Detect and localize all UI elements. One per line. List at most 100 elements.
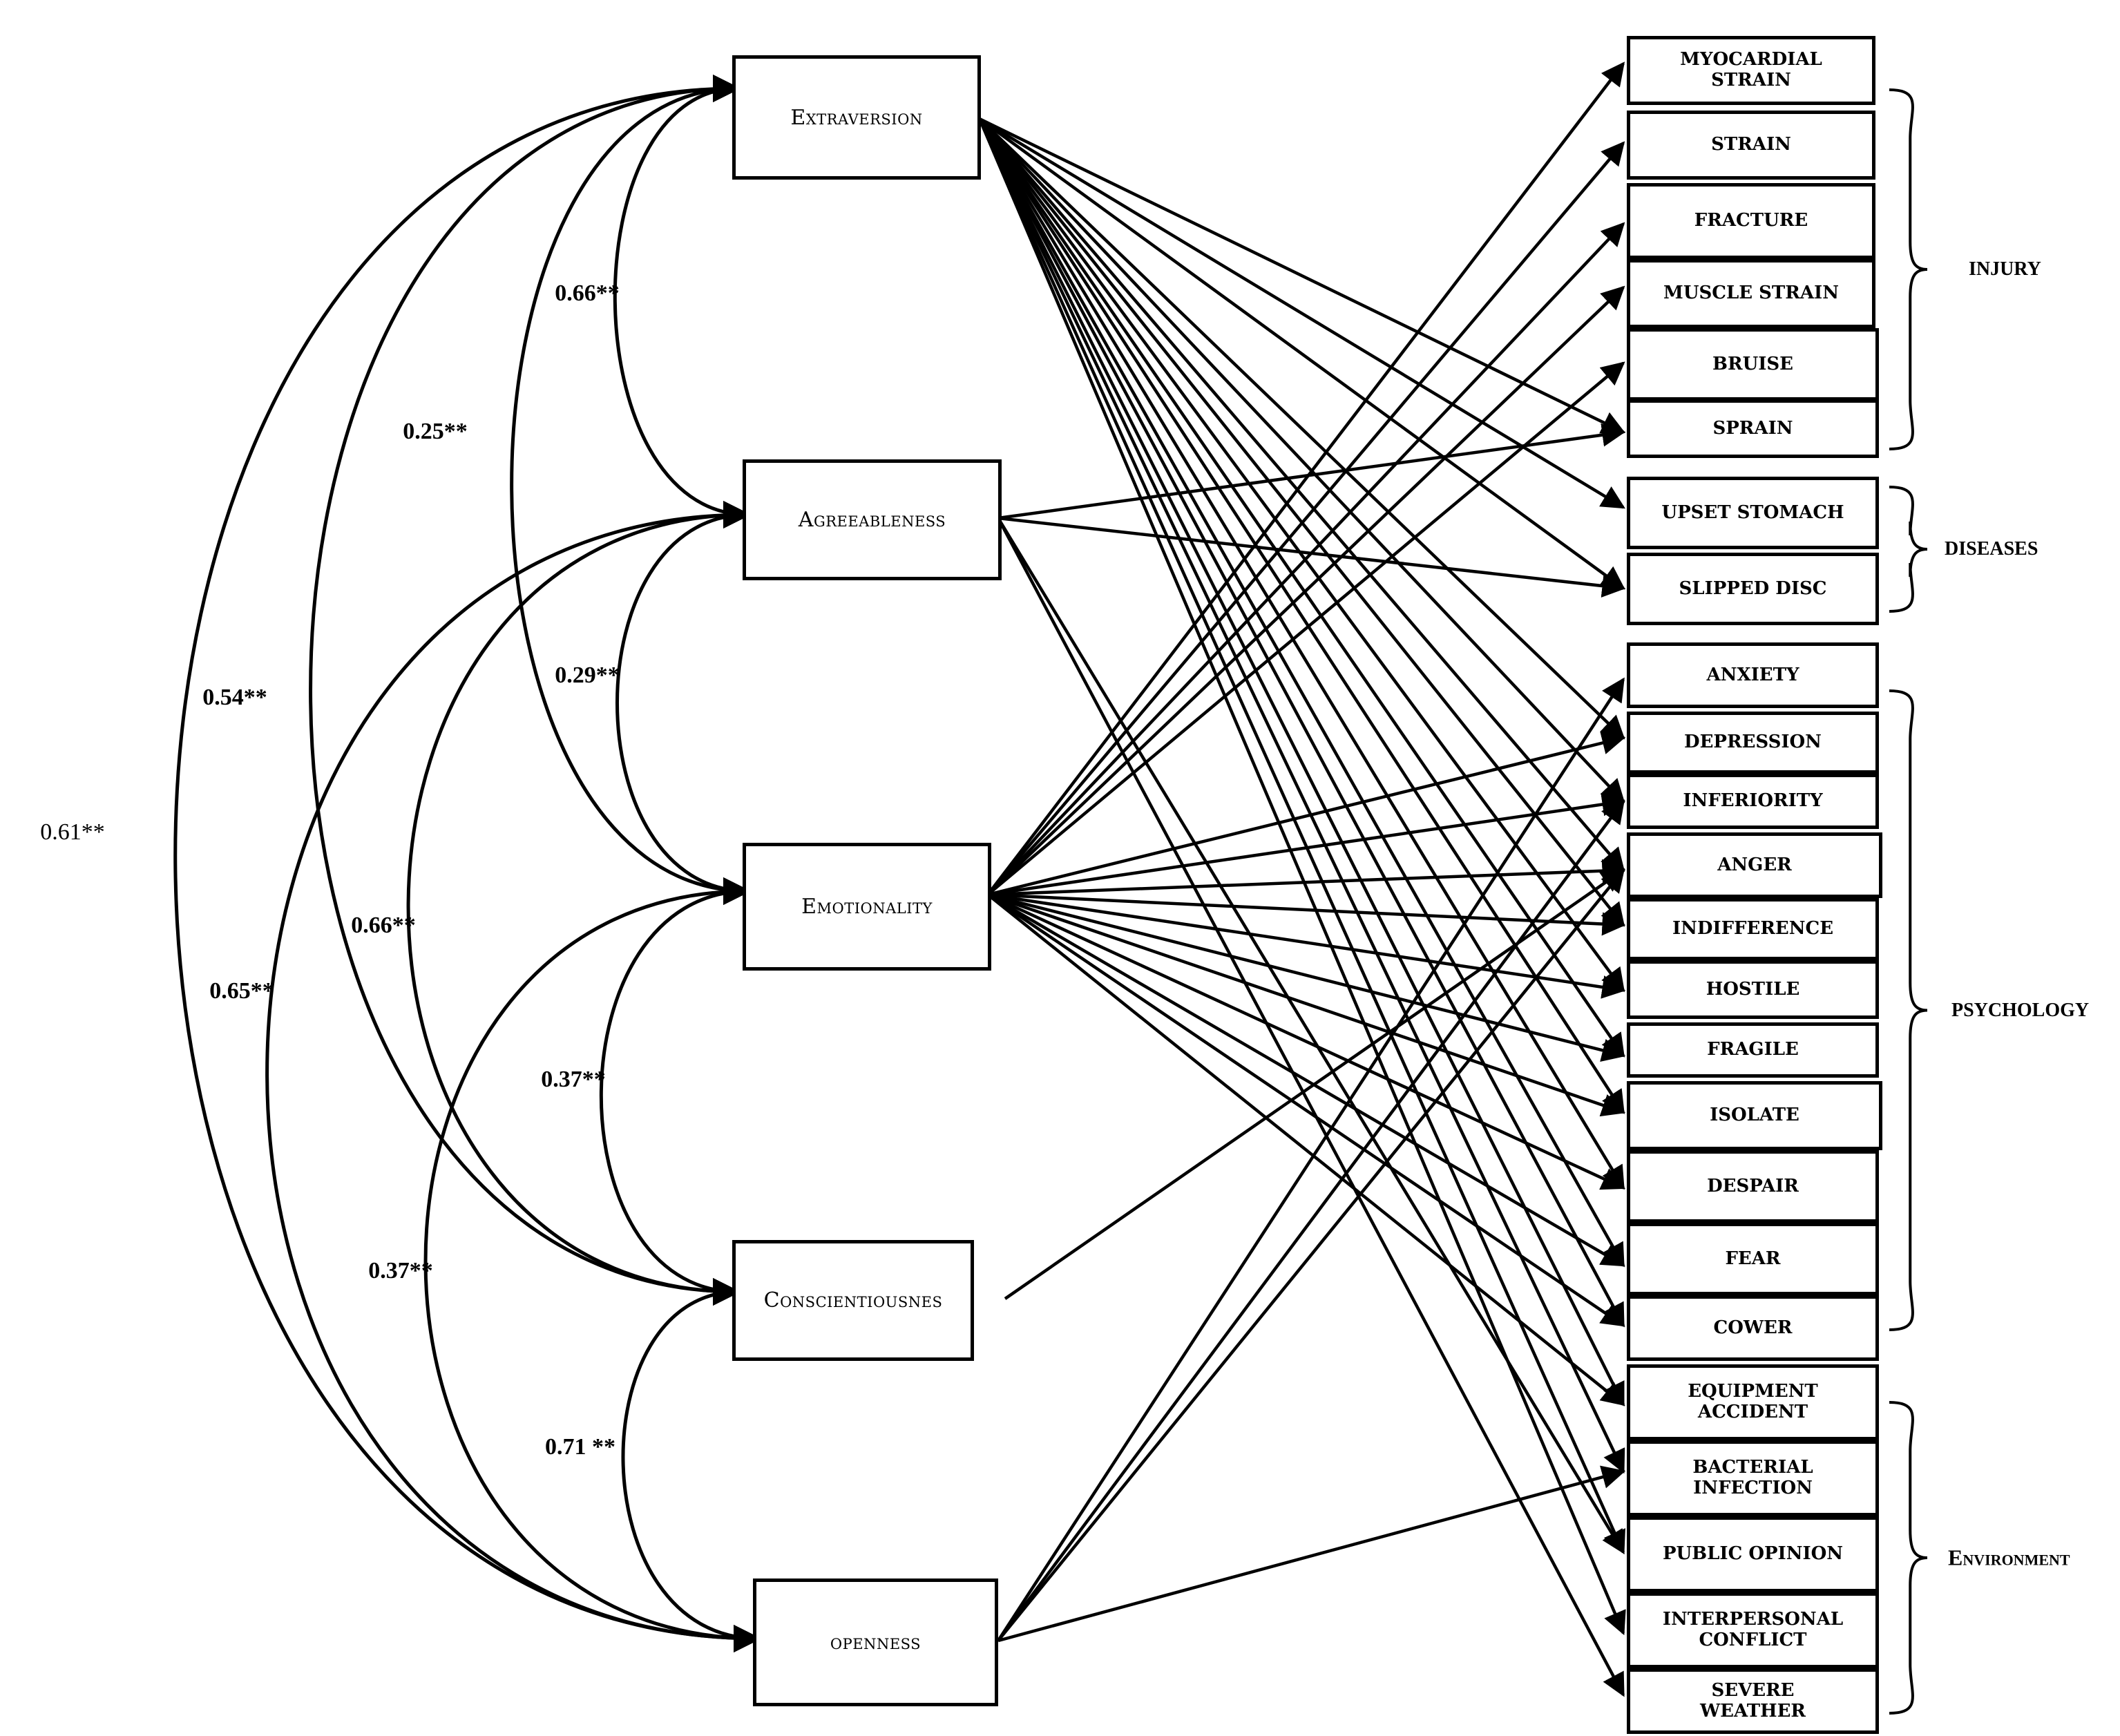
group-label-environment: Environment	[1948, 1545, 2070, 1570]
outcome-box-equipment-accident: EQUIPMENT ACCIDENT	[1627, 1364, 1879, 1440]
path-arrow-4-8	[997, 677, 1625, 1642]
trait-label: Conscientiousnes	[763, 1288, 943, 1313]
outcome-box-public-opinion: PUBLIC OPINION	[1627, 1516, 1879, 1592]
outcome-label: HOSTILE	[1706, 978, 1800, 1000]
outcome-label: MUSCLE STRAIN	[1663, 283, 1839, 304]
path-arrow-0-16	[978, 117, 1625, 1190]
path-arrow-4-20	[997, 1465, 1626, 1643]
trait-box-conscientiousness: Conscientiousnes	[732, 1240, 974, 1361]
correlation-label-extraversion-conscientiousness: 0.54**	[202, 685, 267, 710]
outcome-label: UPSET STOMACH	[1661, 502, 1844, 523]
path-arrow-0-18	[978, 117, 1625, 1328]
correlation-arcs	[173, 75, 761, 1652]
path-arrow-1-23	[997, 517, 1625, 1697]
outcome-label: EQUIPMENT ACCIDENT	[1688, 1381, 1818, 1422]
correlation-label-emotionality-openness: 0.37**	[368, 1258, 433, 1284]
correlation-label-conscientiousness-openness: 0.71 **	[545, 1434, 615, 1460]
outcome-label: BRUISE	[1712, 353, 1793, 374]
correlation-label-agreeableness-openness: 0.65**	[209, 978, 274, 1004]
path-arrow-1-21	[997, 517, 1625, 1554]
brace-diseases	[1889, 486, 1928, 613]
outcome-label: ANXIETY	[1706, 664, 1799, 685]
path-arrow-0-15	[978, 117, 1625, 1114]
trait-label: Extraversion	[790, 105, 923, 130]
path-arrow-4-10	[997, 799, 1625, 1642]
path-arrow-0-7	[978, 117, 1625, 590]
trait-box-emotionality: Emotionality	[743, 843, 991, 971]
path-arrow-2-16	[987, 893, 1626, 1190]
trait-box-openness: openness	[753, 1578, 998, 1706]
outcome-label: COWER	[1713, 1317, 1793, 1338]
path-arrow-3-11	[1004, 868, 1625, 1300]
outcome-box-upset-stomach: UPSET STOMACH	[1627, 477, 1879, 549]
path-arrow-0-19	[977, 117, 1625, 1407]
group-label-diseases: DISEASES	[1945, 538, 2038, 560]
outcome-box-muscle-strain: MUSCLE STRAIN	[1627, 259, 1875, 328]
outcome-box-myocardial-strain: MYOCARDIAL STRAIN	[1627, 36, 1875, 105]
correlation-label-emotionality-conscientiousness: 0.37**	[541, 1067, 606, 1092]
outcome-box-strain: STRAIN	[1627, 111, 1875, 180]
brace-environment	[1889, 1401, 1928, 1715]
correlation-arc-2-3	[599, 877, 751, 1306]
path-arrow-4-11	[997, 868, 1625, 1642]
outcome-box-despair: DESPAIR	[1627, 1150, 1879, 1223]
path-arrow-0-21	[977, 118, 1625, 1555]
correlation-label-extraversion-emotionality: 0.25**	[403, 419, 468, 444]
outcome-label: SEVERE WEATHER	[1699, 1679, 1806, 1721]
outcome-box-slipped-disc: SLIPPED DISC	[1627, 553, 1879, 625]
correlation-arc-0-4	[173, 75, 761, 1652]
path-arrow-2-13	[987, 893, 1626, 999]
path-arrow-2-10	[987, 792, 1626, 897]
outcome-box-bacterial-infection: BACTERIAL INFECTION	[1627, 1440, 1879, 1516]
outcome-box-anxiety: ANXIETY	[1627, 642, 1879, 708]
correlation-arc-0-3	[309, 75, 741, 1306]
outcome-box-severe-weather: SEVERE WEATHER	[1627, 1668, 1879, 1734]
outcome-label: INFERIORITY	[1683, 790, 1823, 812]
outcome-label: MYOCARDIAL STRAIN	[1680, 49, 1822, 90]
path-arrow-2-1	[986, 141, 1625, 896]
outcome-label: SPRAIN	[1712, 417, 1793, 439]
correlation-arc-1-4	[265, 501, 761, 1652]
outcome-label: DESPAIR	[1707, 1175, 1799, 1196]
outcome-label: FRAGILE	[1707, 1039, 1799, 1060]
path-arrow-2-9	[987, 731, 1626, 897]
outcome-box-inferiority: INFERIORITY	[1627, 774, 1879, 829]
path-arrow-0-20	[977, 118, 1625, 1474]
trait-box-extraversion: Extraversion	[732, 55, 981, 180]
path-arrow-1-5	[997, 423, 1626, 520]
path-arrow-0-5	[979, 117, 1626, 434]
correlation-arc-3-4	[621, 1278, 761, 1652]
path-arrow-0-14	[978, 117, 1625, 1058]
path-arrow-0-9	[978, 117, 1625, 740]
path-arrow-2-18	[986, 893, 1625, 1327]
correlation-arc-1-2	[615, 501, 751, 905]
correlation-label-agreeableness-conscientiousness: 0.66**	[351, 913, 416, 938]
path-arrow-2-4	[986, 361, 1625, 896]
path-arrow-2-15	[987, 893, 1626, 1117]
path-arrow-0-22	[977, 118, 1626, 1636]
correlation-arc-0-2	[510, 75, 751, 905]
outcome-box-indifference: INDIFFERENCE	[1627, 898, 1879, 960]
group-braces	[1889, 88, 1928, 1715]
outcome-label: STRAIN	[1711, 134, 1791, 155]
outcome-box-isolate: ISOLATE	[1627, 1081, 1882, 1150]
trait-label: Agreeableness	[798, 508, 946, 532]
trait-label: Emotionality	[801, 895, 933, 919]
outcome-box-anger: ANGER	[1627, 832, 1882, 898]
group-label-injury: INJURY	[1969, 258, 2041, 280]
correlation-label-extraversion-openness: 0.61**	[40, 819, 105, 845]
path-arrow-0-6	[978, 117, 1625, 509]
trait-label: openness	[830, 1630, 921, 1654]
outcome-label: BACTERIAL INFECTION	[1692, 1457, 1813, 1498]
path-arrows	[977, 61, 1626, 1697]
path-arrow-0-11	[978, 117, 1625, 872]
outcome-label: DEPRESSION	[1684, 732, 1822, 753]
outcome-box-fragile: FRAGILE	[1627, 1022, 1879, 1078]
outcome-box-cower: COWER	[1627, 1295, 1879, 1361]
path-arrow-0-13	[978, 117, 1625, 993]
path-arrow-2-3	[986, 285, 1625, 896]
outcome-label: SLIPPED DISC	[1679, 578, 1827, 599]
path-arrow-2-0	[986, 61, 1625, 896]
outcome-label: FRACTURE	[1694, 210, 1808, 231]
